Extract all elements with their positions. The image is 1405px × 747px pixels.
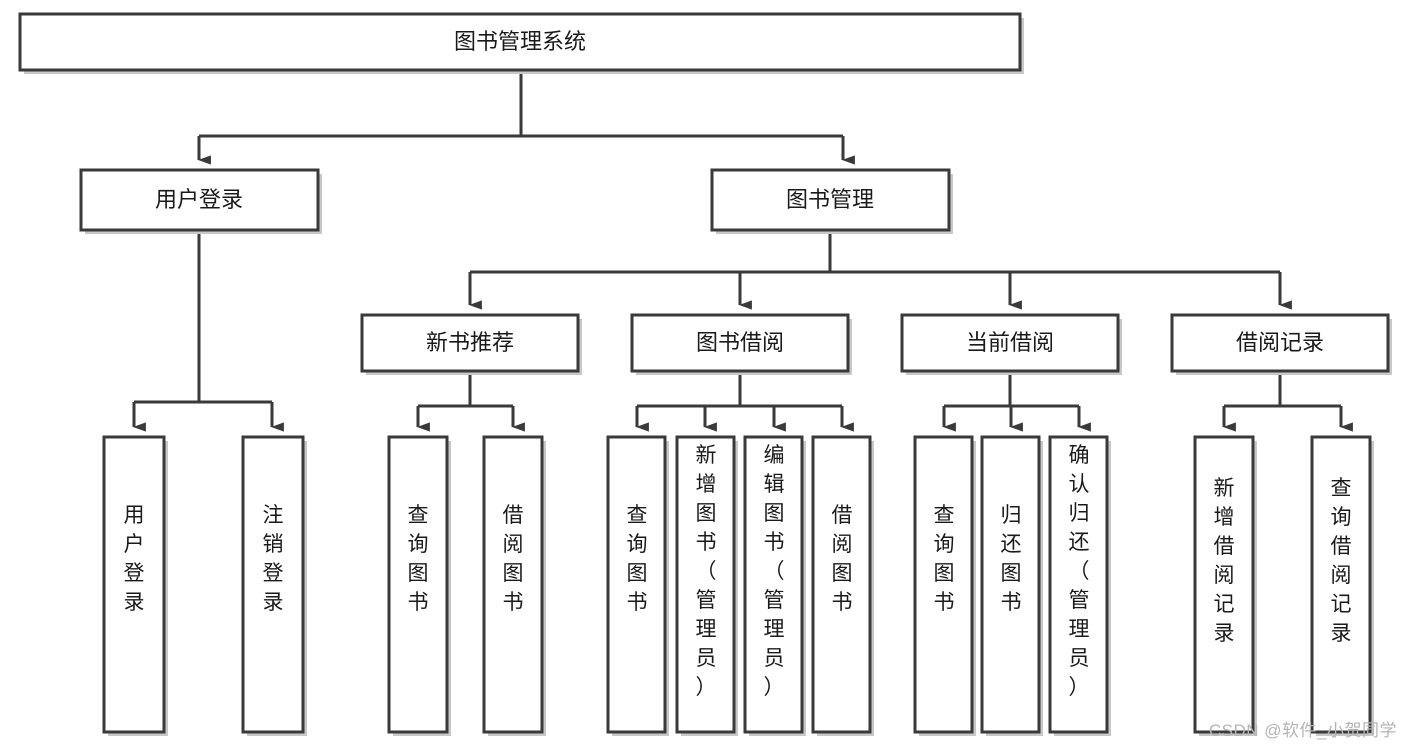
node-leaf-add-book-box [675,435,736,734]
node-leaf-add-record-box [1193,435,1255,734]
node-current-borrow[interactable]: 当前借阅 [900,313,1122,375]
node-leaf-query-book-3-box [913,435,974,734]
node-leaf-logout-label: 注销登录 [263,504,284,614]
node-leaf-query-book-2-box [606,435,667,734]
node-leaf-edit-book-box [743,435,804,734]
node-user-login[interactable]: 用户登录 [79,168,322,234]
node-leaf-add-record[interactable]: 新增借阅记录 [1193,435,1257,736]
node-borrow-record-box [1170,313,1390,373]
node-current-borrow-box [900,313,1120,373]
node-book-manage-box [710,168,951,232]
node-leaf-query-record-label: 查询借阅记录 [1331,477,1352,645]
node-leaf-confirm-return-label: 确认归还（管理员） [1069,444,1090,699]
node-leaf-borrow-book-2[interactable]: 借阅图书 [811,435,874,736]
node-root-label: 图书管理系统 [454,29,586,54]
node-leaf-return-book-box [980,435,1041,734]
node-root[interactable]: 图书管理系统 [18,12,1024,74]
node-leaf-borrow-book-2-box [811,435,872,734]
node-leaf-logout-box [241,435,305,734]
node-current-borrow-label: 当前借阅 [966,330,1054,355]
node-root-box [18,12,1022,72]
node-leaf-user-login-box [102,435,166,734]
node-leaf-return-book[interactable]: 归还图书 [980,435,1043,736]
node-leaf-query-record-box [1310,435,1372,734]
node-leaf-confirm-return[interactable]: 确认归还（管理员） [1048,435,1111,736]
edge-group [132,73,1353,432]
node-leaf-edit-book-label: 编辑图书（管理员） [764,444,785,699]
node-leaf-borrow-book-1-label: 借阅图书 [503,504,524,614]
node-leaf-query-book-1[interactable]: 查询图书 [387,435,451,736]
node-new-book-rec-box [360,313,580,373]
node-leaf-query-book-2[interactable]: 查询图书 [606,435,669,736]
node-leaf-borrow-book-2-label: 借阅图书 [832,504,853,614]
node-borrow-record[interactable]: 借阅记录 [1170,313,1392,375]
node-leaf-logout[interactable]: 注销登录 [241,435,307,736]
node-leaf-query-book-1-box [387,435,449,734]
node-leaf-query-book-3-label: 查询图书 [934,504,955,614]
node-book-borrow-box [630,313,850,373]
node-leaf-add-book-label: 新增图书（管理员） [696,444,717,699]
node-book-manage[interactable]: 图书管理 [710,168,953,234]
node-new-book-rec-label: 新书推荐 [426,330,514,355]
node-leaf-query-book-2-label: 查询图书 [627,504,648,614]
node-user-login-box [79,168,320,232]
node-leaf-query-book-3[interactable]: 查询图书 [913,435,976,736]
node-borrow-record-label: 借阅记录 [1236,330,1324,355]
node-leaf-borrow-book-1-box [482,435,544,734]
node-user-login-label: 用户登录 [155,187,243,212]
node-leaf-query-book-1-label: 查询图书 [408,504,429,614]
csdn-watermark: CSDN @软件_小贺同学 [1208,721,1397,740]
node-leaf-query-record[interactable]: 查询借阅记录 [1310,435,1374,736]
node-leaf-return-book-label: 归还图书 [1001,504,1022,614]
node-leaf-user-login[interactable]: 用户登录 [102,435,168,736]
node-leaf-confirm-return-box [1048,435,1109,734]
node-new-book-rec[interactable]: 新书推荐 [360,313,582,375]
node-leaf-add-record-label: 新增借阅记录 [1214,477,1235,645]
node-leaf-edit-book[interactable]: 编辑图书（管理员） [743,435,806,736]
node-leaf-user-login-label: 用户登录 [124,504,145,614]
node-book-manage-label: 图书管理 [786,187,874,212]
node-book-borrow[interactable]: 图书借阅 [630,313,852,375]
node-leaf-borrow-book-1[interactable]: 借阅图书 [482,435,546,736]
node-book-borrow-label: 图书借阅 [696,330,784,355]
node-leaf-add-book[interactable]: 新增图书（管理员） [675,435,738,736]
